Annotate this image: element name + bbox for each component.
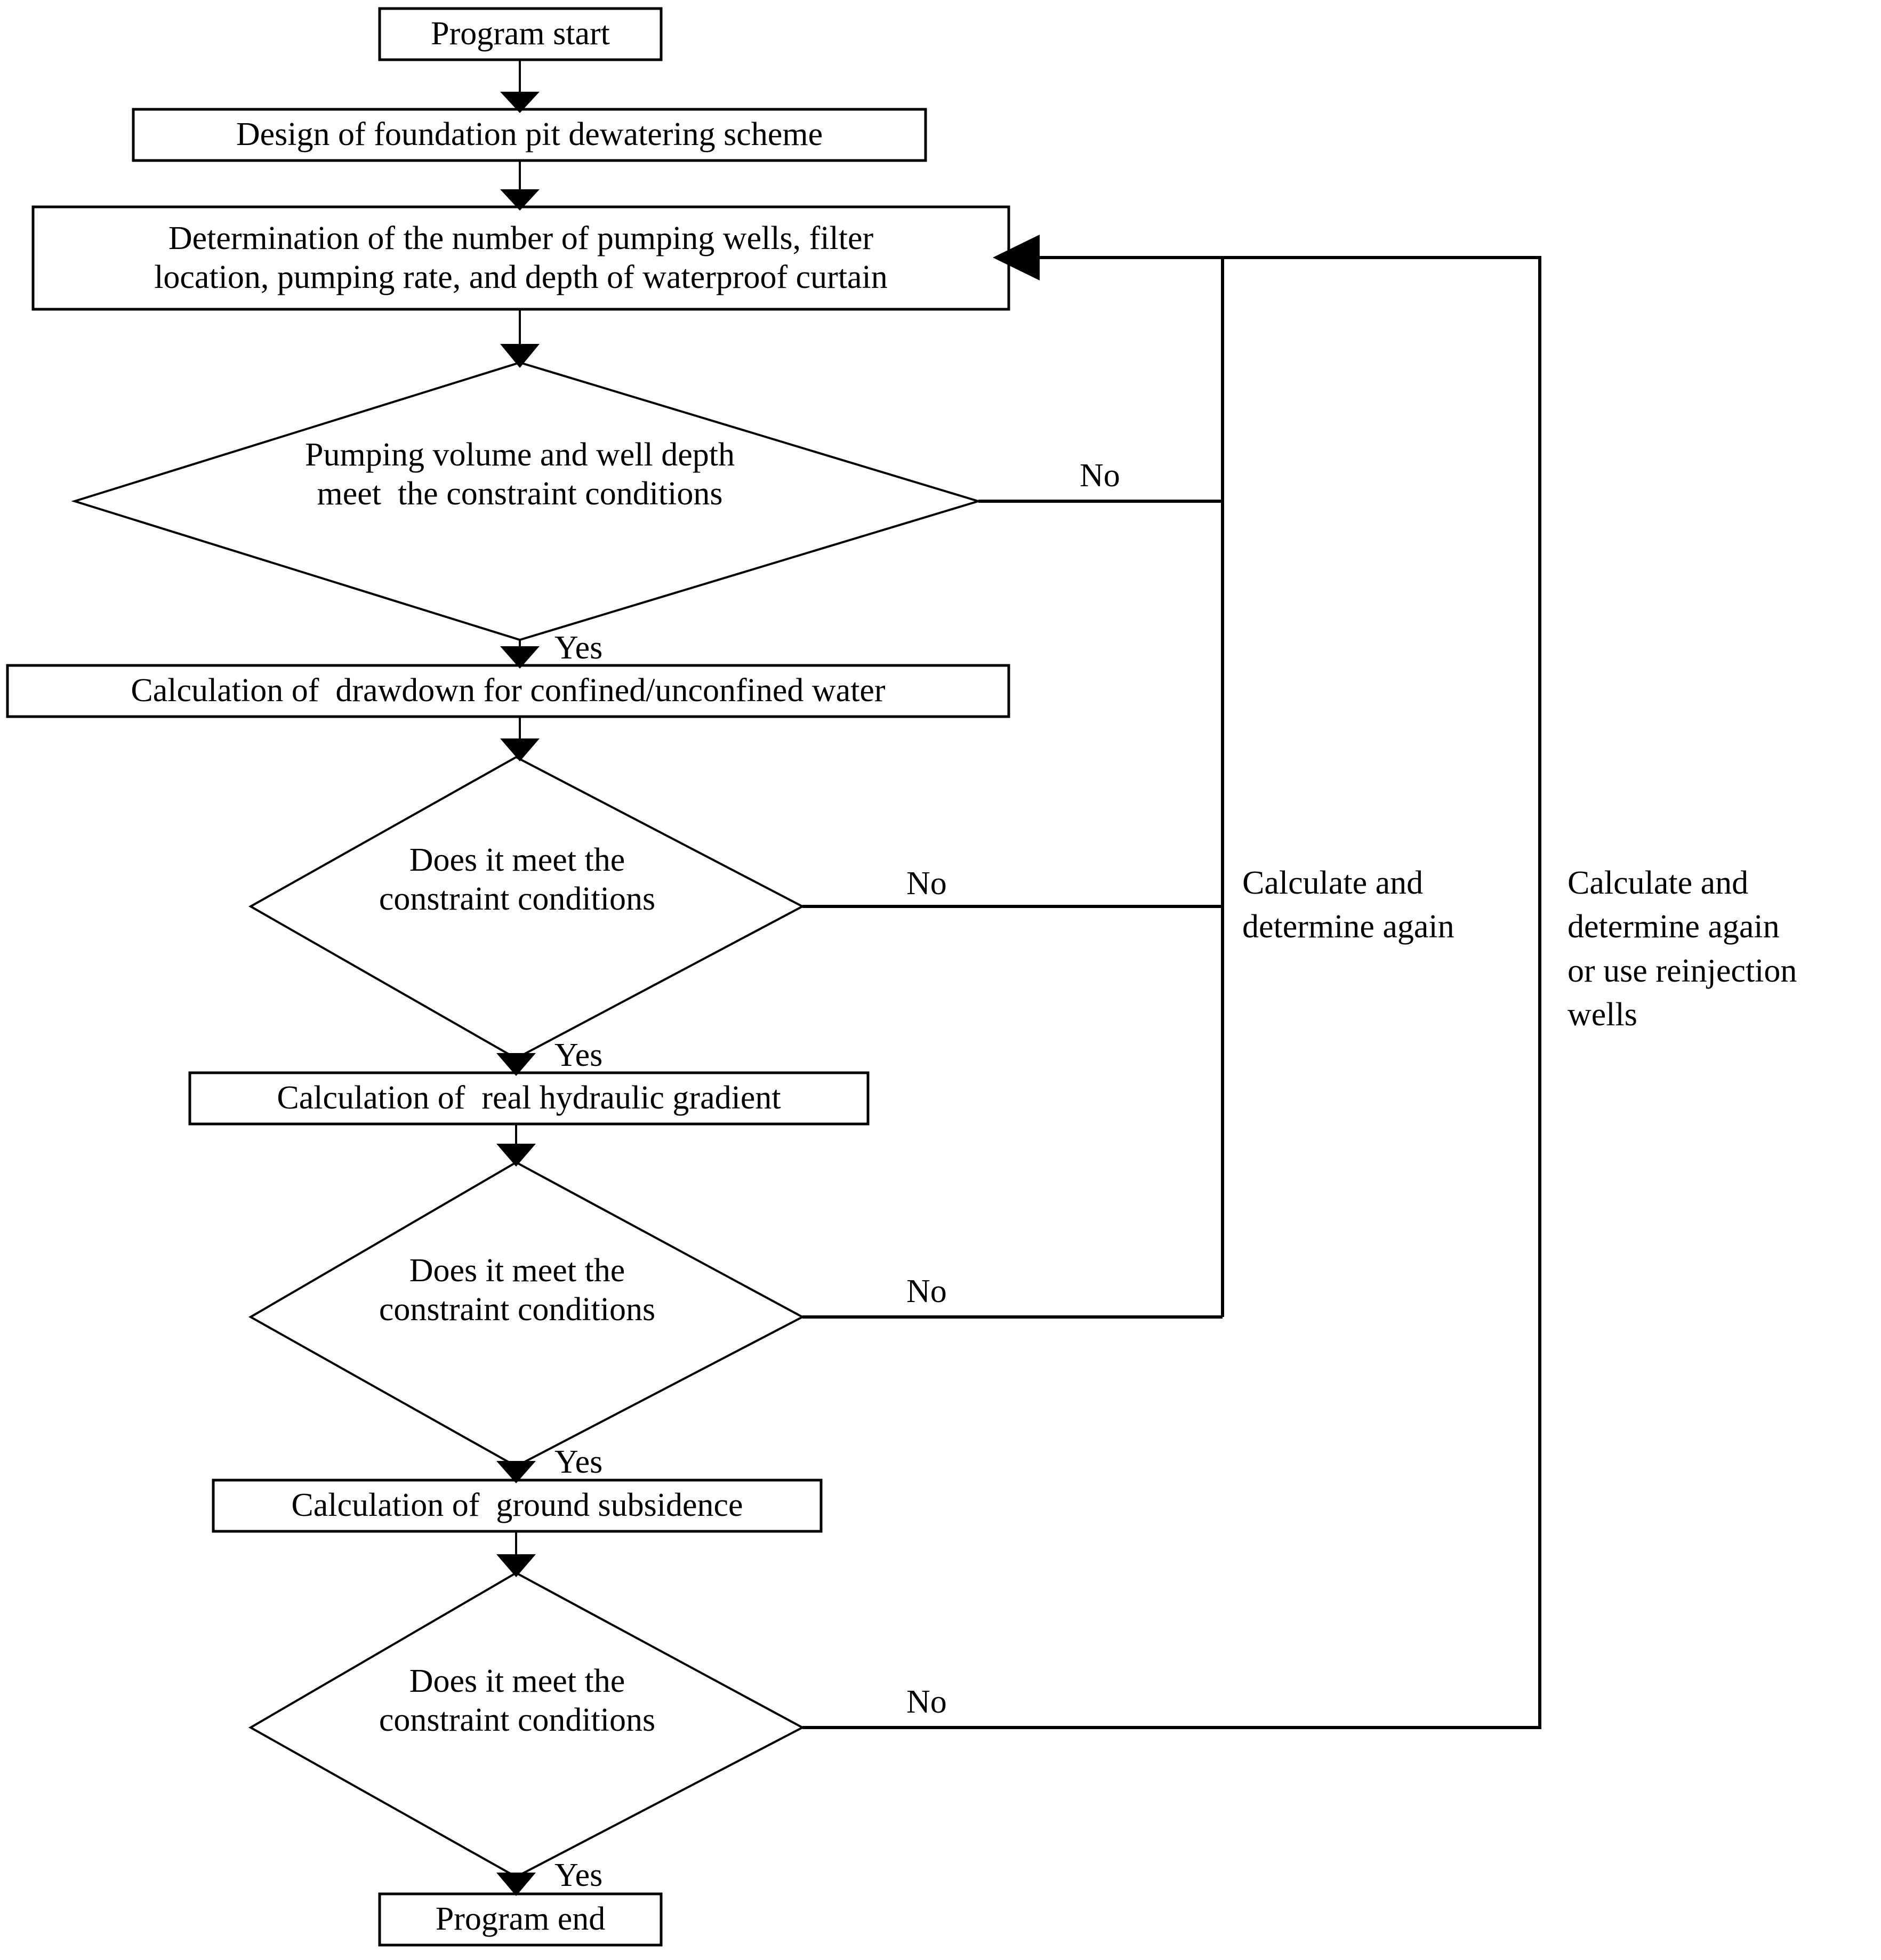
node-box-calc-drawdown[interactable] [6, 664, 1010, 718]
edge-label-yes-gradient: Yes [554, 1444, 603, 1480]
node-diamond-pumping[interactable] [71, 361, 982, 641]
edge-label-yes-pumping: Yes [554, 630, 603, 666]
arrowhead-loop-return [993, 235, 1040, 280]
arrowhead-to-decision4 [496, 1554, 536, 1577]
arrowhead-to-decision3 [496, 1144, 536, 1167]
arrowhead-to-determination [500, 189, 540, 211]
node-box-calc-gradient[interactable] [188, 1071, 870, 1126]
arrowhead-to-decision2 [500, 738, 540, 761]
edge-label-yes-subsidence: Yes [554, 1857, 603, 1893]
arrowhead-to-calcdrawdown [500, 646, 540, 669]
side-note-loop-inner: Calculate and determine again [1242, 865, 1454, 945]
edge-label-no-gradient: No [906, 1273, 947, 1310]
node-diamond-gradient[interactable] [248, 1161, 805, 1468]
edge-label-no-pumping: No [1080, 457, 1120, 494]
node-box-determination[interactable] [31, 205, 1010, 311]
node-diamond-drawdown[interactable] [248, 756, 805, 1060]
edge-label-yes-drawdown: Yes [554, 1037, 603, 1073]
arrowhead-to-design [500, 92, 540, 113]
node-box-end[interactable] [378, 1892, 663, 1947]
side-note-loop-outer: Calculate and determine again or use rei… [1568, 865, 1797, 1033]
arrowhead-to-decision1 [500, 344, 540, 368]
edge-label-no-subsidence: No [906, 1684, 947, 1720]
arrowhead-to-end [496, 1873, 536, 1896]
node-box-calc-subsidence[interactable] [212, 1479, 823, 1533]
node-box-design[interactable] [132, 108, 927, 162]
node-diamond-subsidence[interactable] [248, 1571, 805, 1878]
arrowhead-to-calcsubsidence [496, 1461, 536, 1483]
edge-label-no-drawdown: No [906, 865, 947, 902]
arrowhead-to-calcgradient [496, 1053, 536, 1076]
node-box-start[interactable] [378, 7, 663, 61]
loop-no-subsidence [802, 256, 1541, 1729]
